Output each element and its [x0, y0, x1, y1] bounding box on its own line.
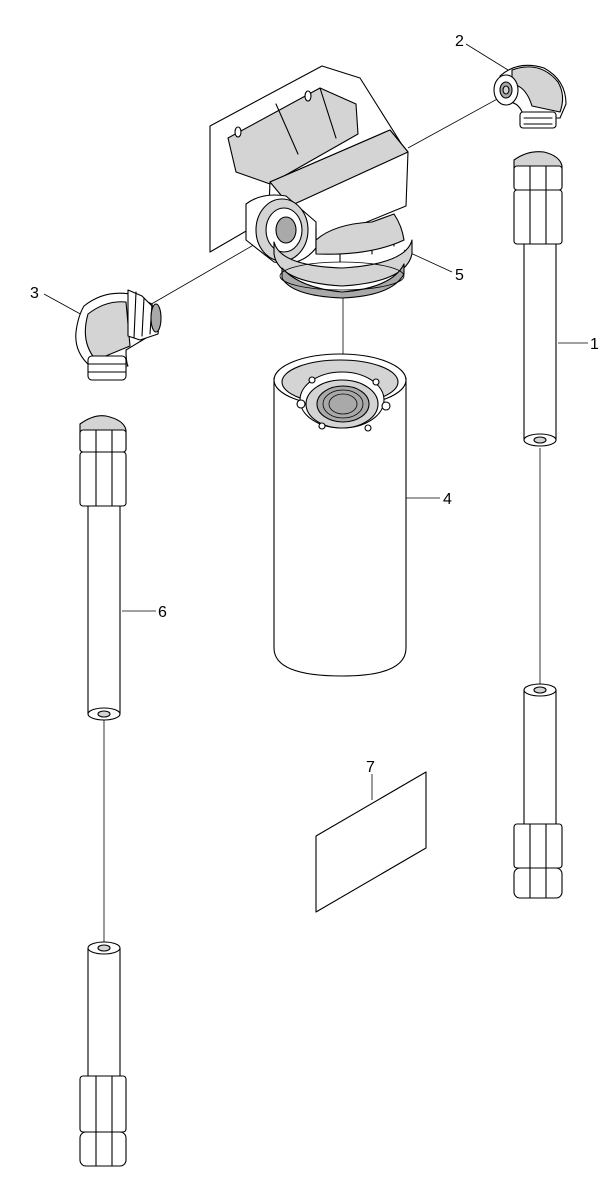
callout-5: 5: [455, 267, 464, 284]
callout-labels: 1 2 3 4 5 6 7: [30, 33, 599, 776]
callout-6: 6: [158, 604, 167, 621]
callout-3: 3: [30, 285, 39, 302]
elbow-fitting-right: [493, 64, 567, 129]
callout-4: 4: [443, 491, 452, 508]
callout-7: 7: [366, 759, 375, 776]
filter-head: [209, 65, 413, 299]
filter-element: [273, 353, 407, 677]
hose-left: [79, 415, 127, 1167]
elbow-fitting-left: [75, 289, 162, 381]
hose-right: [513, 151, 563, 899]
callout-1: 1: [590, 336, 599, 353]
label-decal: [315, 771, 427, 913]
callout-2: 2: [455, 33, 464, 50]
